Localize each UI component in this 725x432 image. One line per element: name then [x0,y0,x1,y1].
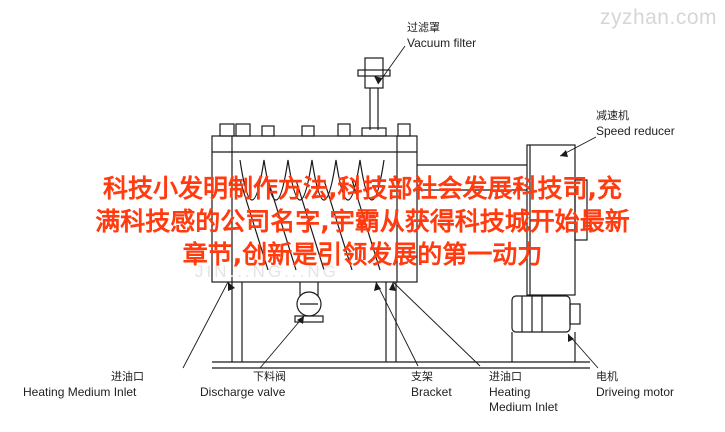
leader-lines [182,45,599,369]
leader-arrowheads [228,76,574,342]
bracket-label-en: Bracket [411,385,452,399]
bracket-label-zh: 支架 [411,370,433,383]
vacuum-filter-pipe [357,57,391,137]
headline-line-2: 满科技感的公司名字,宇霸从获得科技城开始最新 [95,207,630,236]
heating-inlet-right-label-zh: 进油口 [489,370,522,383]
site-watermark: zyzhan.com [599,6,717,29]
speed-reducer-label-zh: 减速机 [596,109,629,122]
discharge-valve [294,282,324,323]
heating-inlet-right-label-en-1: Heating [489,385,531,399]
heating-inlet-right-label-en-2: Medium Inlet [489,400,558,414]
headline-line-3: 章节,创新是引领发展的第一动力 [182,240,543,269]
vacuum-filter-label-zh: 过滤罩 [407,21,440,34]
driving-motor-label-zh: 电机 [596,370,618,383]
heating-inlet-left-label-en: Heating Medium Inlet [23,385,137,399]
speed-reducer [417,144,588,296]
dryer-vessel [211,123,418,283]
driving-motor-label-en: Driveing motor [596,385,675,399]
discharge-valve-label-zh: 下料阀 [253,370,286,383]
ghost-watermark: JIN...NG...NG [195,262,339,281]
discharge-valve-label-en: Discharge valve [200,385,286,399]
driving-motor [511,295,581,362]
overlay-headline: 科技小发明制作方法,科技部社会发展科技司,充 满科技感的公司名字,宇霸从获得科技… [0,172,725,271]
vacuum-filter-label-en: Vacuum filter [407,36,477,50]
heating-inlet-left-label-zh: 进油口 [111,370,144,383]
speed-reducer-label-en: Speed reducer [596,124,675,138]
headline-line-1: 科技小发明制作方法,科技部社会发展科技司,充 [103,174,622,203]
